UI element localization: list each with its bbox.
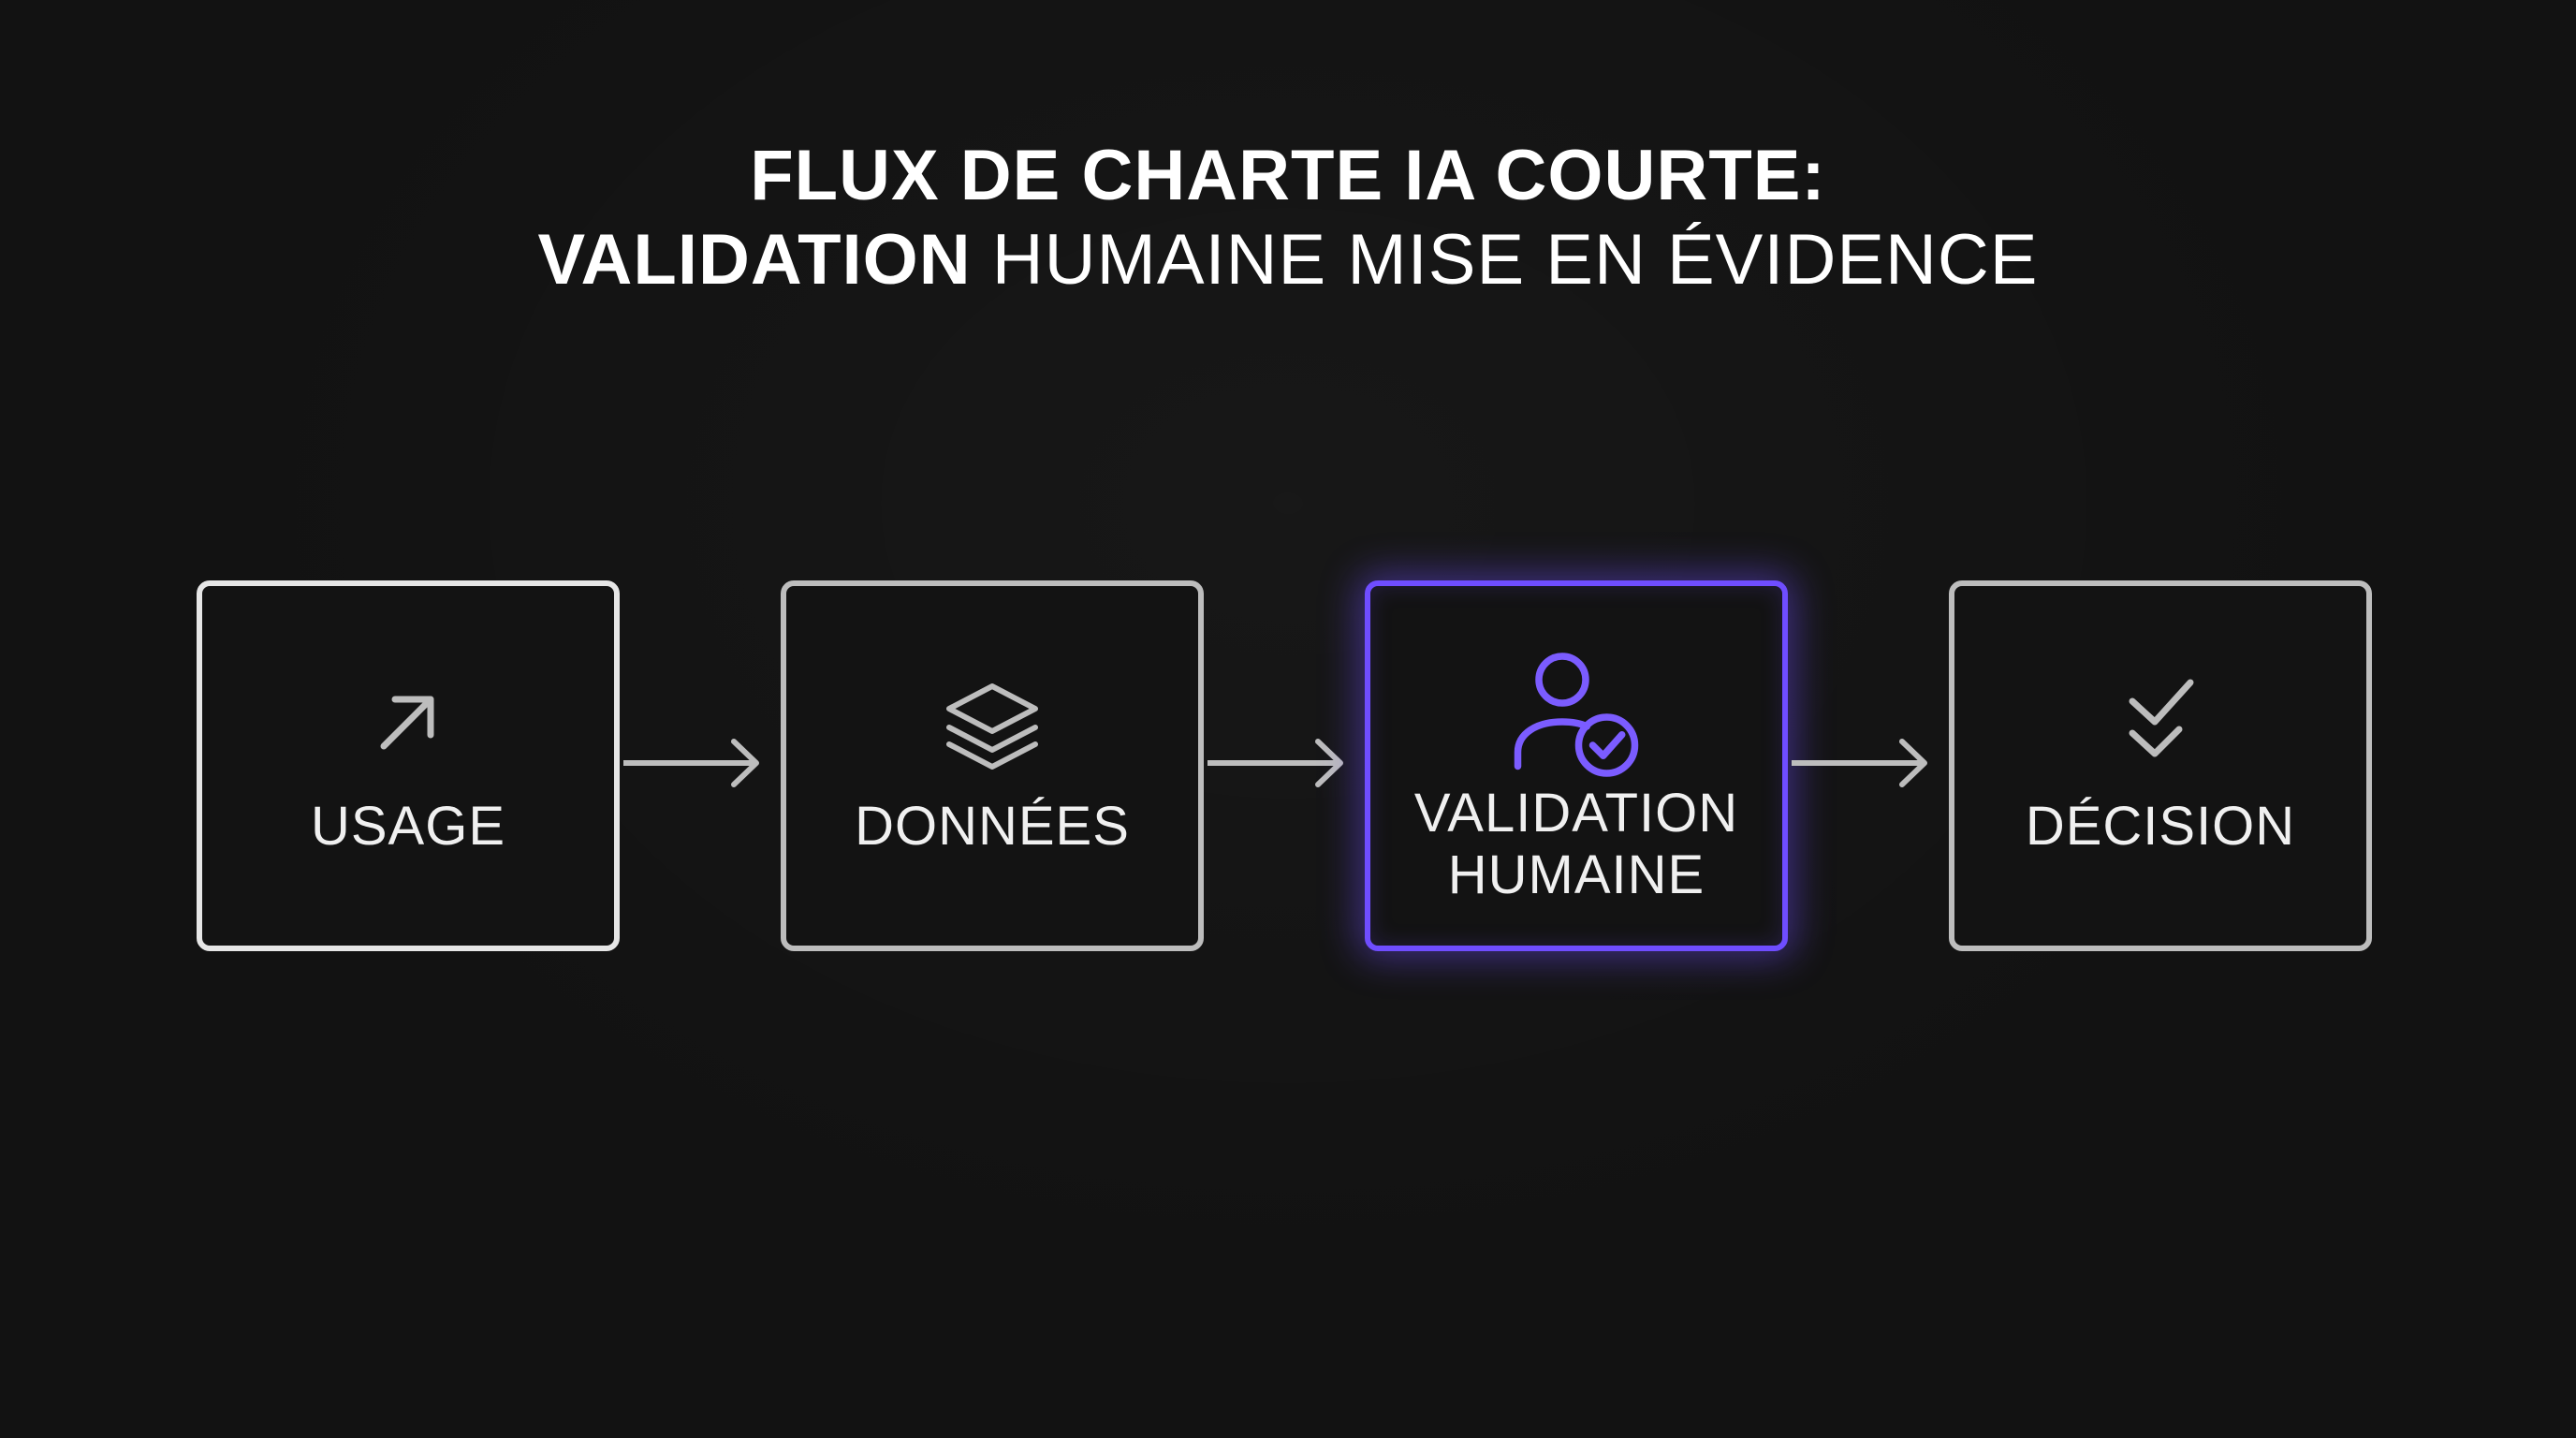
flow-arrow	[623, 739, 759, 787]
step-label-line-1: VALIDATION	[1413, 783, 1739, 844]
title-line-2: VALIDATION HUMAINE MISE EN ÉVIDENCE	[0, 217, 2576, 303]
arrow-up-right-icon	[380, 696, 434, 750]
step-label-line-2: HUMAINE	[1447, 844, 1705, 905]
step-label: DONNÉES	[855, 796, 1130, 857]
flow-arrow	[1208, 739, 1343, 787]
step-donnees: DONNÉES	[781, 580, 1204, 951]
flow-arrow	[1792, 739, 1927, 787]
step-validation-humaine: VALIDATION HUMAINE	[1365, 580, 1788, 951]
step-label: USAGE	[310, 796, 506, 857]
step-usage: USAGE	[197, 580, 620, 951]
double-check-icon	[2129, 679, 2194, 757]
layers-icon	[946, 683, 1038, 770]
user-check-icon	[1514, 653, 1639, 777]
step-decision: DÉCISION	[1949, 580, 2372, 951]
title-emphasis: VALIDATION	[537, 220, 972, 300]
step-label: DÉCISION	[2025, 796, 2296, 857]
title-line-1: FLUX DE CHARTE IA COURTE:	[750, 136, 1826, 215]
title-rest: HUMAINE MISE EN ÉVIDENCE	[991, 220, 2039, 300]
